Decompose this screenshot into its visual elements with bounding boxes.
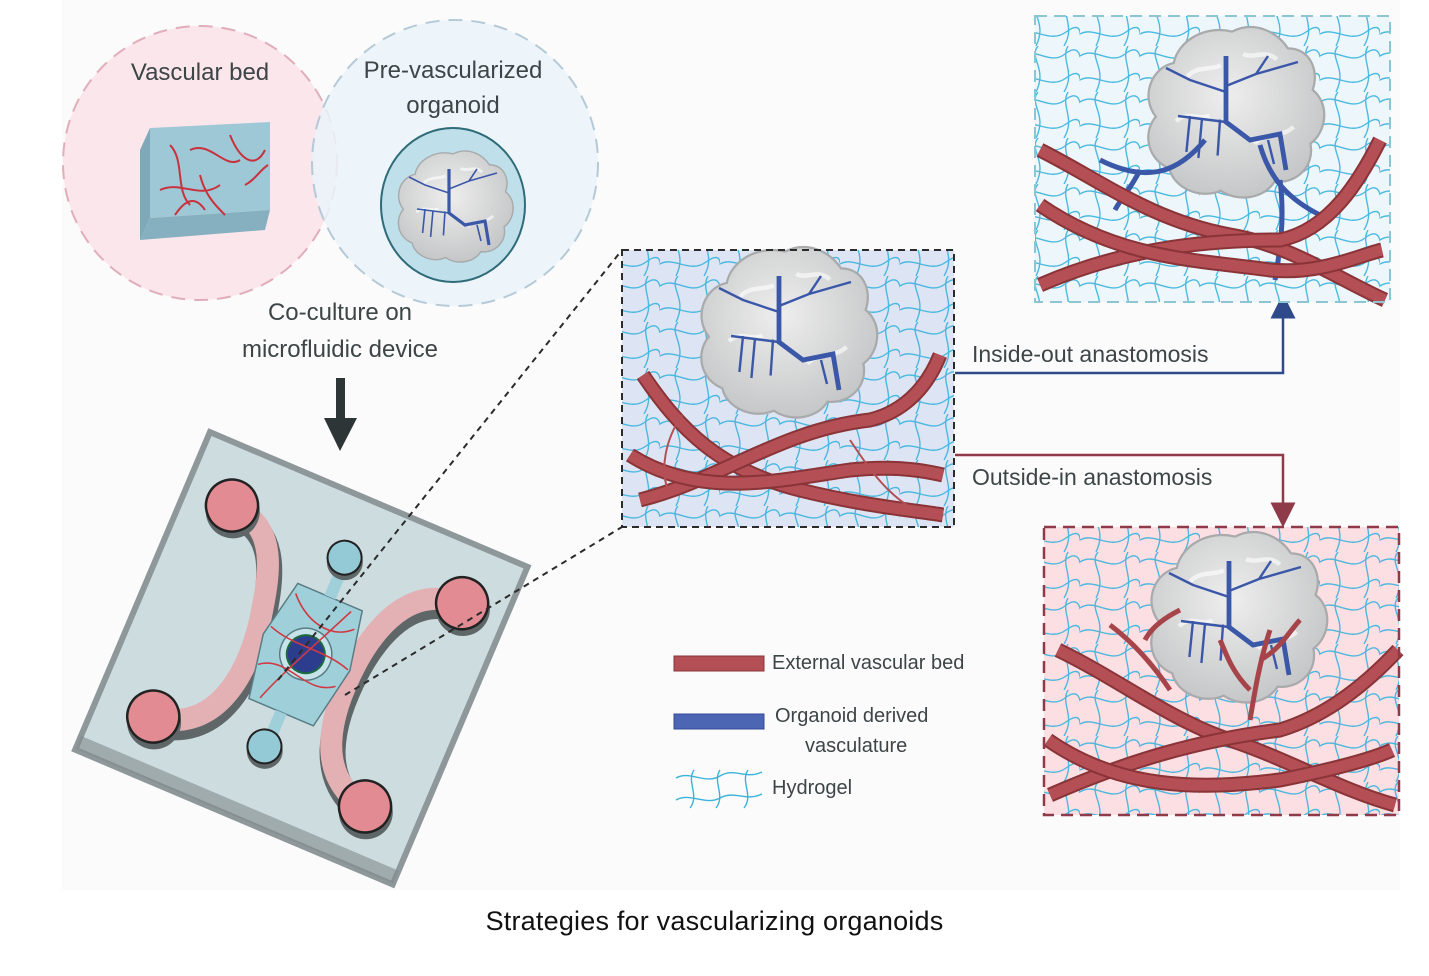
legend: External vascular bed Organoid derived v… (673, 652, 964, 809)
red-channel-left (151, 496, 283, 741)
zoomed-device-panel (621, 247, 955, 528)
vascular-bed-label: Vascular bed (131, 59, 269, 86)
zoom-guide-lines (277, 249, 623, 696)
outside-in-result-panel (1042, 525, 1404, 817)
svg-text:vasculature: vasculature (805, 735, 907, 757)
pre-vascularized-label-line2: organoid (406, 92, 499, 119)
pre-vascularized-label-line1: Pre-vascularized (364, 57, 543, 84)
svg-text:Organoid derived: Organoid derived (775, 705, 928, 727)
red-vessel-swatch-icon (673, 655, 765, 672)
blue-vessel-swatch-icon (673, 713, 765, 730)
microfluidic-device-icon (71, 428, 532, 889)
down-arrow-icon (324, 378, 357, 451)
red-port-2 (434, 575, 490, 631)
inside-out-result-panel (1034, 15, 1391, 307)
legend-item-organoid-derived-vasculature: Organoid derived vasculature (673, 705, 928, 757)
inside-out-label: Inside-out anastomosis (972, 341, 1209, 367)
outside-in-label: Outside-in anastomosis (972, 464, 1212, 490)
inside-out-pathway: Inside-out anastomosis (955, 293, 1296, 375)
pre-vascularized-organoid-circle: Pre-vascularized organoid (311, 19, 599, 307)
hydrogel-swatch-icon (675, 769, 763, 809)
blue-port-bottom (246, 728, 283, 765)
svg-text:Hydrogel: Hydrogel (772, 777, 852, 799)
encapsulated-organoid-icon (380, 127, 526, 283)
vascular-bed-circle: Vascular bed (62, 25, 338, 301)
svg-text:External vascular bed: External vascular bed (772, 652, 964, 674)
red-port-4 (337, 779, 393, 834)
legend-item-hydrogel: Hydrogel (675, 769, 852, 809)
figure-caption: Strategies for vascularizing organoids (485, 906, 944, 936)
outside-in-pathway: Outside-in anastomosis (955, 453, 1296, 528)
blue-port-top (326, 539, 363, 576)
co-culture-label-line1: Co-culture on (268, 299, 412, 326)
red-port-1 (204, 478, 260, 533)
legend-item-external-vascular-bed: External vascular bed (673, 652, 964, 674)
red-port-3 (126, 689, 181, 744)
red-channel-right (319, 587, 470, 826)
co-culture-label-line2: microfluidic device (242, 336, 438, 363)
external-vessels (625, 352, 947, 523)
vascular-bed-block-icon (140, 122, 270, 240)
